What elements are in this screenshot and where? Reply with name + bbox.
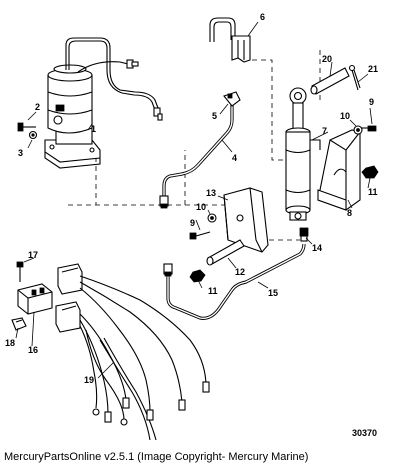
nut-11-right <box>361 165 379 179</box>
pump-motor-assembly <box>44 37 163 169</box>
callout-11-right: 11 <box>368 187 378 197</box>
mounting-bracket-8 <box>317 129 361 211</box>
screw-17 <box>16 261 24 282</box>
callout-16: 16 <box>28 345 38 355</box>
callout-13: 13 <box>206 188 216 198</box>
callout-10-right: 10 <box>340 111 350 121</box>
washer-10-right <box>353 125 363 135</box>
wiring-harness-19 <box>55 263 210 441</box>
solenoid-relay-16 <box>17 283 53 315</box>
callout-9-left: 9 <box>190 218 195 228</box>
callout-14: 14 <box>312 243 322 253</box>
dashed-guide-lines <box>68 50 321 241</box>
pivot-pin-12 <box>206 239 245 266</box>
callout-7: 7 <box>322 126 327 136</box>
callout-2: 2 <box>35 102 40 112</box>
figure-number: 30370 <box>352 428 378 438</box>
callout-1: 1 <box>91 124 96 134</box>
callout-19: 19 <box>84 375 94 385</box>
callout-8: 8 <box>347 208 352 218</box>
callout-3: 3 <box>18 148 23 158</box>
callout-15: 15 <box>268 288 278 298</box>
trim-cylinder-7 <box>285 87 321 221</box>
nut-11-lower <box>189 269 206 283</box>
elbow-fitting-5 <box>223 91 241 107</box>
mounting-bracket-13 <box>223 187 269 253</box>
copyright-caption: MercuryPartsOnline v2.5.1 (Image Copyrig… <box>4 451 309 463</box>
callout-11-lower: 11 <box>208 286 218 296</box>
callout-12: 12 <box>235 267 245 277</box>
callout-9-right: 9 <box>369 97 374 107</box>
screw-2 <box>17 122 36 132</box>
washer-3 <box>28 130 38 140</box>
clamp-bracket-6 <box>209 17 251 63</box>
callout-labels: 1 2 3 4 5 6 7 8 9 10 11 12 13 14 15 16 1… <box>5 12 378 385</box>
hydraulic-tube-15 <box>163 243 306 320</box>
washer-10-left <box>207 213 217 223</box>
callout-6: 6 <box>260 12 265 22</box>
callout-17: 17 <box>28 250 38 260</box>
cotter-pin-21 <box>348 64 361 91</box>
bolt-9-left <box>189 231 211 240</box>
clip-18 <box>11 317 27 331</box>
callout-20: 20 <box>322 54 332 64</box>
callout-10-left: 10 <box>196 202 206 212</box>
callout-4: 4 <box>232 153 237 163</box>
callout-18: 18 <box>5 338 15 348</box>
callout-5: 5 <box>212 111 217 121</box>
callout-21: 21 <box>368 64 378 74</box>
hydraulic-tube-4 <box>159 100 234 209</box>
leader-lines <box>15 21 373 379</box>
pivot-pin-20 <box>310 67 350 95</box>
